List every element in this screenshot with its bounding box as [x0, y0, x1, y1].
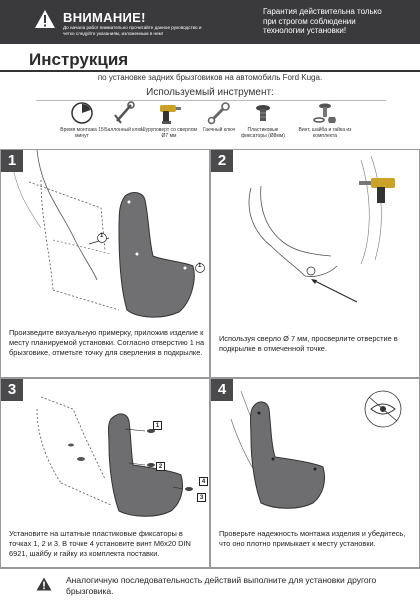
tool-label: Винт, шайба и гайка из комплекта — [298, 127, 352, 139]
plastic-clip-icon — [256, 105, 270, 121]
tools-heading: Используемый инструмент: — [146, 87, 274, 98]
tool-item-drill: Шуруповерт со сверлом Ø7 мм — [140, 101, 198, 139]
step-number: 4 — [211, 379, 233, 401]
point-marker: 1 — [153, 421, 162, 430]
step-panel-3: 3 1 2 4 3 Установите на штатные пластико… — [0, 378, 210, 568]
tool-item-screw-set: Винт, шайба и гайка из комплекта — [296, 101, 354, 139]
step-panel-2: 2 Используя сверло Ø 7 мм, просверлите о… — [210, 149, 420, 378]
step-caption: Проверьте надежность монтажа изделия и у… — [219, 529, 406, 548]
tools-divider — [36, 100, 386, 101]
screw-set-icon — [313, 103, 336, 123]
point-marker: 1 — [100, 233, 104, 239]
page-title: Инструкция — [29, 50, 129, 69]
step-panel-1: 1 1 1 Произведите визуальную примерку, п… — [0, 149, 210, 378]
tool-label: Пластиковые фиксаторы (Ø8мм) — [241, 127, 285, 139]
tool-item-spanner: Гаечный ключ — [190, 101, 248, 133]
step-2-illustration — [248, 155, 395, 303]
warning-title: ВНИМАНИЕ! — [63, 10, 146, 25]
point-marker: 3 — [197, 493, 206, 502]
guarantee-note: Гарантия действительна только при строго… — [263, 7, 382, 35]
step-number: 2 — [211, 150, 233, 172]
warning-icon — [35, 10, 55, 28]
tool-label: Шуруповерт со сверлом Ø7 мм — [141, 127, 197, 139]
footer-text: Аналогичную последовательность действий … — [66, 575, 377, 596]
tool-item-wheel-wrench: Баллонный ключ — [95, 101, 153, 133]
step-number: 1 — [1, 150, 23, 172]
tool-item-time: Время монтажа 15 минут — [53, 101, 111, 139]
tool-label: Время монтажа 15 минут — [60, 127, 104, 139]
step-4-illustration — [230, 390, 402, 509]
step-panel-4: 4 Проверьте надежность монтажа изделия и… — [210, 378, 420, 568]
step-3-illustration — [36, 396, 193, 517]
step-caption: Произведите визуальную примерку, приложи… — [9, 328, 205, 357]
spanner-icon — [207, 102, 230, 125]
clock-icon — [71, 102, 93, 124]
drill-icon — [160, 105, 181, 124]
tool-item-plastic-clip: Пластиковые фиксаторы (Ø8мм) — [234, 101, 292, 139]
step-caption: Используя сверло Ø 7 мм, просверлите отв… — [219, 334, 398, 353]
step-number: 3 — [1, 379, 23, 401]
step-1-illustration — [10, 150, 205, 318]
warning-subtext: До начала работ внимательно прочитайте д… — [63, 25, 202, 36]
point-marker: 2 — [156, 462, 165, 471]
step-caption: Установите на штатные пластиковые фиксат… — [9, 529, 191, 558]
footer-note: Аналогичную последовательность действий … — [0, 568, 420, 606]
point-marker: 1 — [198, 263, 202, 269]
point-marker: 4 — [199, 477, 208, 486]
tool-label: Баллонный ключ — [104, 127, 144, 133]
page-subtitle: по установке задних брызговиков на автом… — [97, 73, 323, 82]
warning-icon — [36, 577, 52, 591]
wheel-wrench-icon — [114, 101, 135, 124]
tool-label: Гаечный ключ — [202, 127, 236, 133]
title-divider — [0, 70, 420, 72]
header-bar: ВНИМАНИЕ! До начала работ внимательно пр… — [0, 0, 420, 44]
